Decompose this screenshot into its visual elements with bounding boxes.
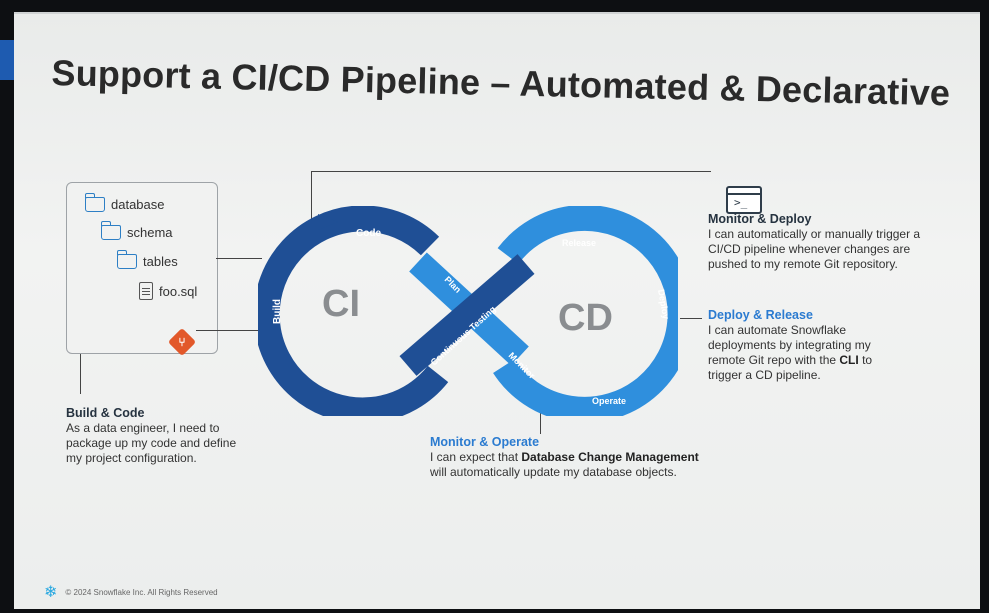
- connector-line: [196, 330, 258, 331]
- connector-line: [540, 406, 541, 434]
- caption-line: package up my code and define: [66, 436, 237, 450]
- project-tree-box: database schema tables foo.sql: [66, 182, 218, 354]
- operate-label: Operate: [592, 396, 626, 406]
- caption-heading: Build & Code: [66, 406, 145, 420]
- connector-line: [680, 318, 702, 319]
- caption-line: remote Git repo with the CLI to: [708, 353, 948, 368]
- footer-copyright: © 2024 Snowflake Inc. All Rights Reserve…: [65, 587, 218, 597]
- tree-item-schema: schema: [100, 221, 173, 240]
- caption-monitor-operate: Monitor & Operate I can expect that Data…: [430, 435, 750, 480]
- caption-deploy-release: Deploy & Release I can automate Snowflak…: [708, 308, 948, 383]
- file-icon: [139, 282, 153, 300]
- caption-line: As a data engineer, I need to: [66, 421, 220, 435]
- tree-label-file: foo.sql: [159, 283, 198, 299]
- caption-line: will automatically update my database ob…: [430, 465, 677, 479]
- testing-band: [399, 254, 535, 376]
- caption-line: CI/CD pipeline whenever changes are: [708, 242, 911, 256]
- tree-item-tables: tables: [116, 250, 178, 269]
- caption-bold-text: Database Change Management: [521, 450, 699, 464]
- tree-label-schema: schema: [127, 225, 173, 240]
- folder-icon: [100, 221, 121, 240]
- connector-line: [216, 258, 262, 259]
- tree-item-database: database: [84, 193, 165, 212]
- caption-text: remote Git repo with the: [708, 353, 840, 367]
- ci-arrow: [318, 214, 338, 230]
- git-icon: ⑂: [167, 327, 197, 357]
- caption-heading: Monitor & Operate: [430, 435, 540, 449]
- ci-loop: [258, 206, 449, 416]
- caption-text: to: [858, 353, 873, 367]
- caption-text: I can expect that: [430, 450, 522, 464]
- connector-line: [311, 171, 312, 219]
- caption-line: I can expect that Database Change Manage…: [430, 450, 750, 465]
- caption-line: I can automatically or manually trigger …: [708, 227, 921, 241]
- terminal-icon: >_: [726, 186, 762, 214]
- caption-line: my project configuration.: [66, 451, 197, 465]
- cd-loop: [493, 206, 678, 416]
- ci-label: CI: [322, 283, 360, 325]
- slide-footer: ❄ © 2024 Snowflake Inc. All Rights Reser…: [44, 582, 218, 602]
- caption-build-code: Build & Code As a data engineer, I need …: [66, 406, 236, 466]
- screen-edge: [0, 40, 14, 80]
- caption-heading: Deploy & Release: [708, 308, 813, 322]
- caption-heading: Monitor & Deploy: [708, 212, 812, 226]
- code-label: Code: [356, 228, 381, 239]
- caption-line: deployments by integrating my: [708, 338, 871, 352]
- folder-icon: [84, 193, 105, 212]
- slide: Support a CI/CD Pipeline – Automated & D…: [14, 12, 980, 609]
- caption-bold-text: CLI: [839, 353, 859, 367]
- snowflake-logo-icon: ❄: [44, 584, 58, 601]
- tree-label-tables: tables: [143, 254, 178, 269]
- connector-line: [311, 171, 711, 172]
- folder-icon: [116, 250, 137, 269]
- caption-monitor-deploy: Monitor & Deploy I can automatically or …: [708, 212, 968, 272]
- cicd-infinity-diagram: CI CD Code Build Plan Continuous Testing…: [258, 206, 678, 416]
- build-label: Build: [272, 299, 283, 324]
- cd-label: CD: [558, 297, 613, 339]
- slide-title: Support a CI/CD Pipeline – Automated & D…: [51, 52, 951, 114]
- tree-label-database: database: [111, 197, 165, 212]
- caption-line: pushed to my remote Git repository.: [708, 257, 898, 271]
- tree-item-file: foo.sql: [139, 282, 197, 300]
- release-label: Release: [562, 238, 596, 248]
- caption-line: trigger a CD pipeline.: [708, 368, 821, 382]
- connector-line: [80, 354, 81, 394]
- caption-line: I can automate Snowflake: [708, 323, 847, 337]
